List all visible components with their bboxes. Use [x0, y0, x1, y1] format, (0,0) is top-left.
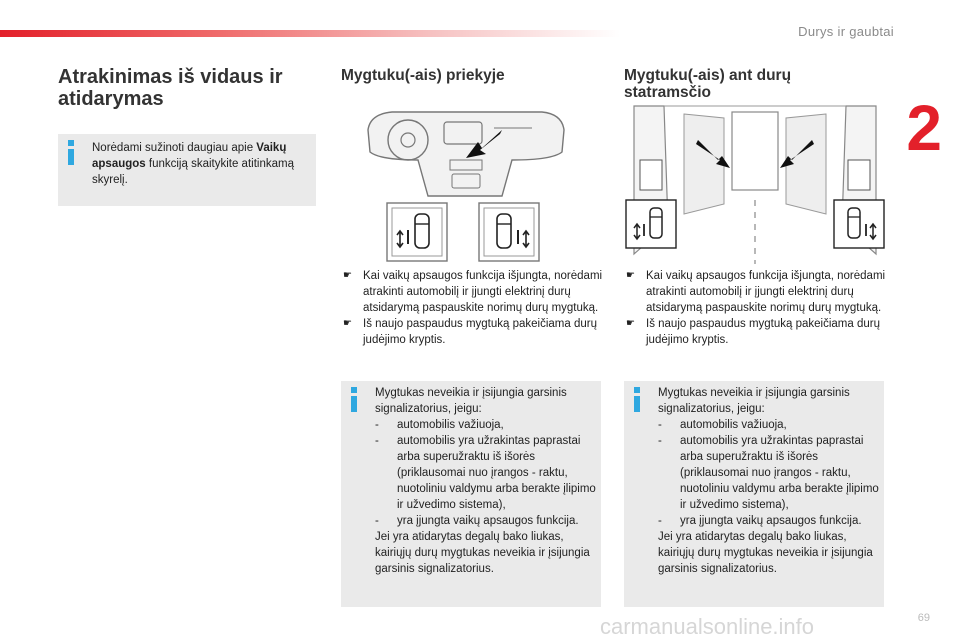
- section-heading-door-pillar-buttons: Mygtuku(-ais) ant durų statramsčio: [624, 67, 792, 101]
- header-accent-bar: [0, 30, 620, 37]
- section-heading-unlock-inside: Atrakinimas iš vidaus ir atidarymas: [58, 66, 283, 110]
- list-item: -automobilis yra užrakintas paprastai ar…: [375, 435, 596, 511]
- dashboard-illustration: [367, 111, 565, 197]
- heading-line-1: Atrakinimas iš vidaus ir: [58, 66, 283, 88]
- info-note-button-inactive-front: Mygtukas neveikia ir įsijungia garsinis …: [341, 381, 601, 607]
- list-item: ☛Kai vaikų apsaugos funkcija išjungta, n…: [343, 270, 603, 314]
- door-button-left-illustration: [386, 202, 448, 262]
- list-item: -automobilis važiuoja,: [658, 419, 787, 431]
- front-buttons-instructions: ☛Kai vaikų apsaugos funkcija išjungta, n…: [341, 268, 603, 348]
- door-pillar-illustration: [625, 105, 885, 264]
- door-button-right-illustration: [478, 202, 540, 262]
- list-item: ☛Iš naujo paspaudus mygtuką pakeičiama d…: [626, 318, 880, 346]
- info-note-text: Norėdami sužinoti daugiau apie Vaikų aps…: [92, 142, 294, 186]
- arrow-icon: [466, 130, 502, 158]
- watermark: carmanualsonline.info: [600, 614, 815, 639]
- section-title: Durys ir gaubtai: [798, 24, 894, 39]
- info-note-child-safety: Norėdami sužinoti daugiau apie Vaikų aps…: [58, 134, 316, 206]
- list-item: ☛Kai vaikų apsaugos funkcija išjungta, n…: [626, 270, 886, 314]
- list-item: -automobilis yra užrakintas paprastai ar…: [658, 435, 879, 511]
- list-item: ☛Iš naujo paspaudus mygtuką pakeičiama d…: [343, 318, 597, 346]
- list-item: -automobilis važiuoja,: [375, 419, 504, 431]
- chapter-number: 2: [906, 92, 942, 164]
- section-heading-front-buttons: Mygtuku(-ais) priekyje: [341, 67, 505, 84]
- arrow-icon: [780, 140, 814, 168]
- arrow-icon: [696, 140, 730, 168]
- info-note-button-inactive-pillar: Mygtukas neveikia ir įsijungia garsinis …: [624, 381, 884, 607]
- list-item: -yra įjungta vaikų apsaugos funkcija.: [375, 515, 579, 527]
- page-number: 69: [917, 612, 930, 624]
- heading-line-2: atidarymas: [58, 88, 164, 110]
- list-item: -yra įjungta vaikų apsaugos funkcija.: [658, 515, 862, 527]
- door-pillar-buttons-instructions: ☛Kai vaikų apsaugos funkcija išjungta, n…: [624, 268, 886, 348]
